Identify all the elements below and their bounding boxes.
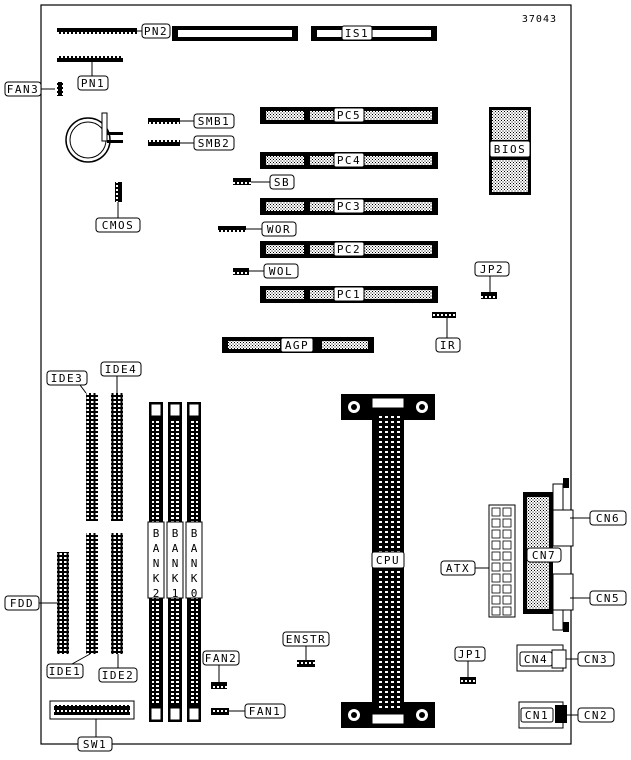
pc1-label: PC1 — [337, 288, 361, 301]
bank1-char-3: N — [172, 557, 179, 570]
ir-header — [432, 312, 456, 318]
fan1-label: FAN1 — [249, 705, 282, 718]
pn1-header — [57, 56, 123, 62]
bank2-char-5: 2 — [153, 587, 160, 600]
pci-slot-pc4: PC4 — [260, 152, 438, 169]
fan2-label: FAN2 — [205, 652, 238, 665]
fan2-connector — [211, 682, 227, 689]
bank1-char-4: K — [172, 572, 179, 585]
bank2-char-4: K — [153, 572, 160, 585]
cmos-label: CMOS — [102, 219, 135, 232]
pci-slot-pc3: PC3 — [260, 198, 438, 215]
jp2-jumper — [481, 292, 497, 299]
document-number: 37043 — [522, 14, 557, 25]
wol-header — [233, 268, 249, 275]
bank1-char-1: B — [172, 527, 179, 540]
bank2-char-2: A — [153, 542, 160, 555]
smb1-header — [148, 118, 180, 124]
cn1-label: CN1 — [525, 709, 549, 722]
sw1-dip-switch — [49, 700, 135, 720]
bank0-char-5: 0 — [191, 587, 198, 600]
is1-label: IS1 — [345, 27, 369, 40]
cn4-connector: CN4 — [516, 644, 567, 672]
pc4-label: PC4 — [337, 154, 361, 167]
ide1-connector — [86, 533, 98, 654]
cpu-slot: CPU — [341, 394, 435, 728]
cn1-connector: CN1 — [518, 701, 567, 729]
bank1-char-2: A — [172, 542, 179, 555]
ide3-connector — [86, 393, 98, 521]
bios-label: BIOS — [494, 143, 527, 156]
dimm-bank-0: B A N K 0 — [185, 402, 203, 722]
pn2-header — [57, 28, 137, 34]
jp2-label: JP2 — [480, 263, 504, 276]
fdd-label: FDD — [10, 597, 34, 610]
jp1-jumper — [460, 677, 476, 684]
enstr-jumper — [297, 660, 315, 667]
cn2-label: CN2 — [584, 709, 608, 722]
sb-jumper — [233, 178, 251, 185]
agp-label: AGP — [285, 339, 309, 352]
enstr-label: ENSTR — [286, 633, 327, 646]
pc5-label: PC5 — [337, 109, 361, 122]
bank0-char-2: A — [191, 542, 198, 555]
ide4-connector — [111, 393, 123, 521]
cn7-label: CN7 — [532, 549, 556, 562]
ide1-label: IDE1 — [49, 665, 82, 678]
bank0-char-1: B — [191, 527, 198, 540]
ide4-label: IDE4 — [105, 363, 138, 376]
wol-label: WOL — [269, 265, 293, 278]
fan3-label: FAN3 — [7, 83, 40, 96]
pci-slot-pc5: PC5 — [260, 107, 438, 124]
cn3-label: CN3 — [584, 653, 608, 666]
cn4-label: CN4 — [524, 653, 548, 666]
pn1-label: PN1 — [81, 77, 105, 90]
fan1-connector — [211, 708, 229, 715]
ide3-label: IDE3 — [51, 372, 84, 385]
dimm-bank-1: B A N K 1 — [166, 402, 184, 722]
atx-label: ATX — [446, 562, 470, 575]
fan3-connector — [57, 82, 63, 96]
bank0-char-3: N — [191, 557, 198, 570]
bios-chip: BIOS — [489, 107, 531, 195]
smb2-label: SMB2 — [198, 137, 231, 150]
wor-header — [218, 226, 246, 232]
fdd-connector — [57, 552, 69, 654]
ir-label: IR — [440, 339, 456, 352]
pc2-label: PC2 — [337, 243, 361, 256]
bank2-char-1: B — [153, 527, 160, 540]
cmos-jumper — [115, 182, 122, 202]
atx-power-connector — [488, 504, 516, 618]
bank2-char-3: N — [153, 557, 160, 570]
sb-label: SB — [274, 176, 290, 189]
pci-slot-pc2: PC2 — [260, 241, 438, 258]
ide2-connector — [111, 533, 123, 654]
sw1-label: SW1 — [83, 738, 107, 751]
ide2-label: IDE2 — [102, 669, 135, 682]
pn2-label: PN2 — [144, 25, 168, 38]
dimm-bank-2: B A N K 2 — [147, 402, 165, 722]
bank1-char-5: 1 — [172, 587, 179, 600]
cpu-label: CPU — [376, 554, 400, 567]
pc3-label: PC3 — [337, 200, 361, 213]
cn6-label: CN6 — [596, 512, 620, 525]
cn5-label: CN5 — [596, 592, 620, 605]
wor-label: WOR — [267, 223, 291, 236]
bank0-char-4: K — [191, 572, 198, 585]
jp1-label: JP1 — [458, 648, 482, 661]
pci-slot-pc1: PC1 — [260, 286, 438, 303]
agp-slot: AGP — [222, 337, 374, 353]
smb1-label: SMB1 — [198, 115, 231, 128]
smb2-header — [148, 140, 180, 146]
